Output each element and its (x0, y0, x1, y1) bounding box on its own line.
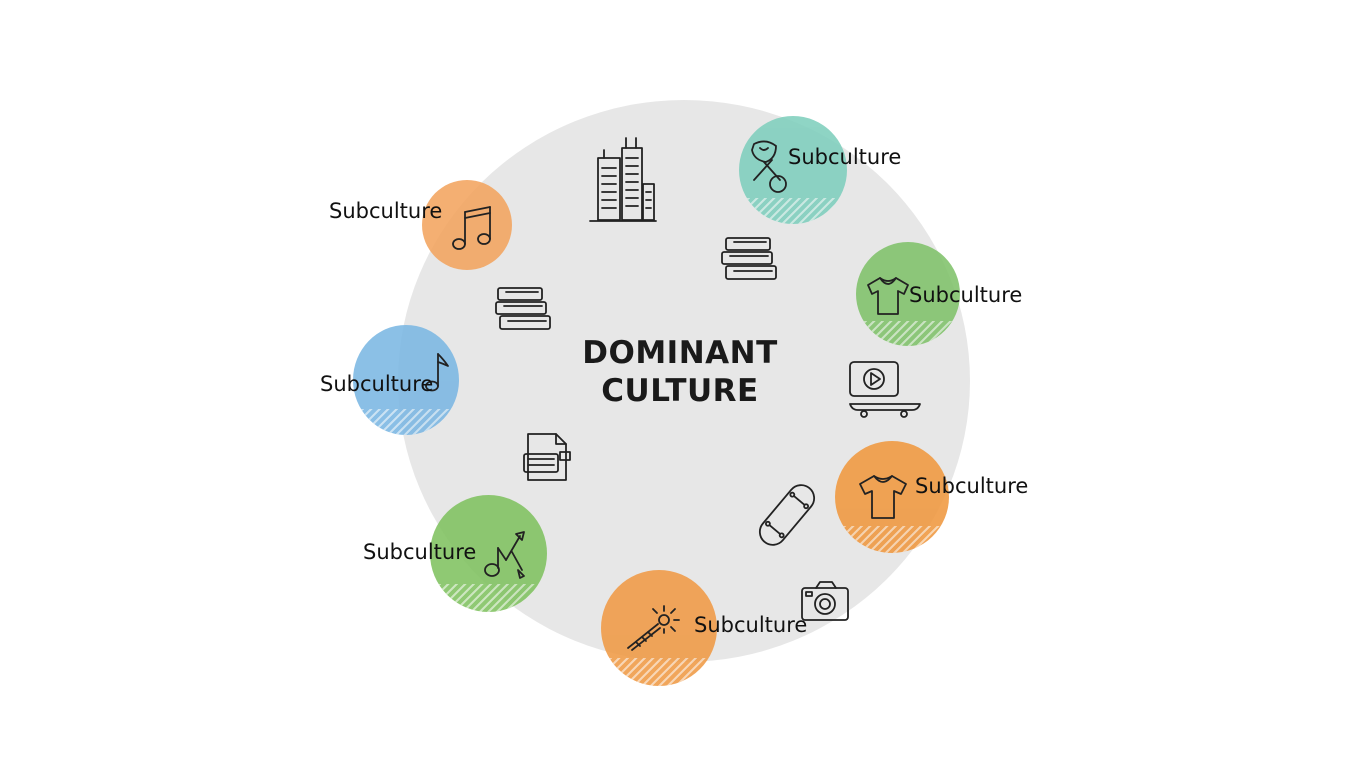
subculture-circle-5 (835, 441, 949, 553)
guitar-icon (482, 530, 528, 582)
subculture-circle-1 (739, 116, 847, 224)
subculture-hatch (430, 583, 547, 612)
camera-icon (800, 580, 852, 624)
subculture-circle-2 (422, 180, 512, 270)
dominant-culture-title: DOMINANT CULTURE (560, 334, 800, 410)
video-skateboard-icon (846, 360, 924, 418)
subculture-label-7: Subculture (694, 613, 808, 637)
subculture-label-2: Subculture (329, 199, 443, 223)
subculture-label-6: Subculture (363, 540, 477, 564)
subculture-hatch (601, 658, 717, 686)
subculture-hatch (353, 408, 459, 435)
t-shirt-icon (866, 276, 910, 316)
buildings-icon (588, 136, 658, 224)
books-icon (720, 236, 780, 282)
hair-dryer-icon (746, 140, 792, 196)
subculture-label-4: Subculture (320, 372, 434, 396)
subculture-circle-6 (430, 495, 547, 612)
document-icon (522, 432, 576, 484)
t-shirt-icon-orange (858, 474, 908, 520)
title-line-1: DOMINANT (582, 335, 778, 371)
subculture-label-3: Subculture (909, 283, 1023, 307)
subculture-hatch (856, 321, 960, 346)
music-note-icon (450, 204, 494, 252)
title-line-2: CULTURE (601, 373, 759, 409)
subculture-circle-4 (353, 325, 459, 435)
subculture-hatch (739, 198, 847, 224)
subculture-hatch (835, 526, 949, 553)
music-note-icon-blue (424, 352, 450, 392)
skateboard-icon (752, 482, 822, 548)
subculture-label-1: Subculture (788, 145, 902, 169)
subculture-label-5: Subculture (915, 474, 1029, 498)
magic-wand-icon (624, 602, 682, 652)
books-icon-left (494, 286, 554, 332)
